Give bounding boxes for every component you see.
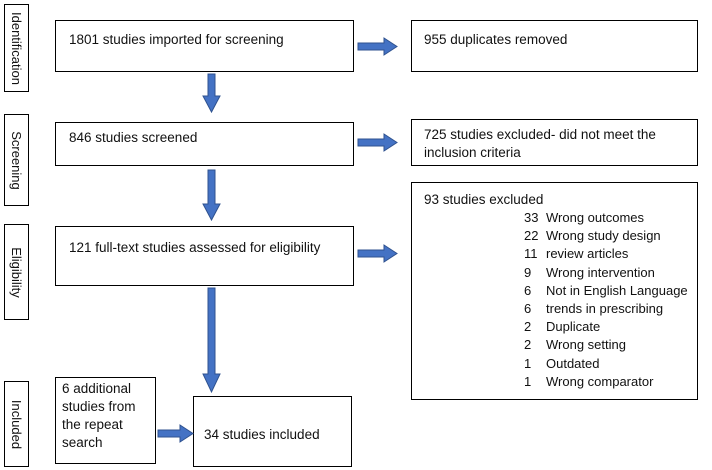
- exclusion-reason-count: 22: [524, 228, 539, 244]
- excluded-fulltext-title: 93 studies excluded: [424, 192, 544, 207]
- exclusion-reason-row: 11 review articles: [524, 245, 628, 263]
- exclusion-reason-count: 33: [524, 210, 539, 225]
- exclusion-reason-count: 1: [524, 373, 532, 389]
- screened-text: 846 studies screened: [69, 130, 198, 145]
- exclusion-reason-row: 22 Wrong study design: [524, 227, 661, 245]
- arrow-to-excluded-fulltext: [357, 244, 398, 263]
- included-text: 34 studies included: [204, 427, 320, 442]
- arrow-to-included: [157, 424, 194, 443]
- included-box: 34 studies included: [193, 396, 352, 467]
- excluded-screening-box: 725 studies excluded- did not meet the i…: [411, 119, 698, 166]
- imported-text: 1801 studies imported for screening: [69, 32, 284, 47]
- exclusion-reason-text: trends in prescribing: [546, 301, 664, 316]
- exclusion-reason-text: Wrong study design: [546, 228, 661, 244]
- arrow-to-excluded-screening: [357, 133, 398, 152]
- exclusion-reason-row: 6 trends in prescribing: [524, 300, 663, 318]
- fulltext-text: 121 full-text studies assessed for eligi…: [69, 240, 321, 255]
- exclusion-reason-count: 1: [524, 355, 532, 371]
- arrow-to-fulltext: [202, 169, 221, 222]
- exclusion-reason-row: 33 Wrong outcomes: [524, 209, 644, 227]
- stage-eligibility: Eligibility: [4, 224, 29, 320]
- exclusion-reason-text: Wrong intervention: [546, 264, 655, 280]
- additional-text: 6 additional studies from the repeat sea…: [62, 381, 136, 450]
- exclusion-reason-text: Wrong setting: [546, 337, 626, 353]
- stage-included: Included: [4, 381, 29, 467]
- exclusion-reason-count: 6: [524, 301, 532, 316]
- stage-identification: Identification: [4, 4, 29, 92]
- fulltext-box: 121 full-text studies assessed for eligi…: [55, 226, 354, 286]
- excluded-screening-text: 725 studies excluded- did not meet the i…: [424, 127, 656, 160]
- exclusion-reason-text: Outdated: [546, 355, 600, 371]
- stage-screening: Screening: [4, 114, 29, 206]
- screened-box: 846 studies screened: [55, 122, 354, 166]
- exclusion-reason-text: review articles: [546, 246, 629, 262]
- imported-box: 1801 studies imported for screening: [55, 20, 354, 72]
- exclusion-reason-text: Not in English Language: [546, 282, 688, 298]
- exclusion-reason-count: 6: [524, 282, 532, 298]
- exclusion-reason-count: 11: [524, 246, 538, 262]
- exclusion-reason-row: 1 Outdated: [524, 355, 600, 373]
- arrow-to-screened: [202, 73, 221, 114]
- duplicates-box: 955 duplicates removed: [411, 20, 698, 72]
- exclusion-reason-row: 9 Wrong intervention: [524, 264, 655, 282]
- exclusion-reason-count: 2: [524, 337, 532, 353]
- exclusion-reason-count: 9: [524, 264, 532, 280]
- exclusion-reason-row: 1 Wrong comparator: [524, 373, 653, 391]
- exclusion-reason-row: 6 Not in English Language: [524, 282, 688, 300]
- duplicates-text: 955 duplicates removed: [424, 32, 568, 47]
- exclusion-reason-row: 2 Wrong setting: [524, 336, 626, 354]
- additional-box: 6 additional studies from the repeat sea…: [55, 377, 156, 464]
- exclusion-reason-text: Duplicate: [546, 319, 601, 335]
- exclusion-reason-row: 2 Duplicate: [524, 318, 600, 336]
- exclusion-reason-text: Wrong outcomes: [546, 210, 645, 225]
- exclusion-reason-text: Wrong comparator: [546, 373, 654, 389]
- exclusion-reason-count: 2: [524, 319, 532, 335]
- arrow-to-included-box: [202, 287, 221, 394]
- arrow-to-duplicates: [357, 37, 398, 56]
